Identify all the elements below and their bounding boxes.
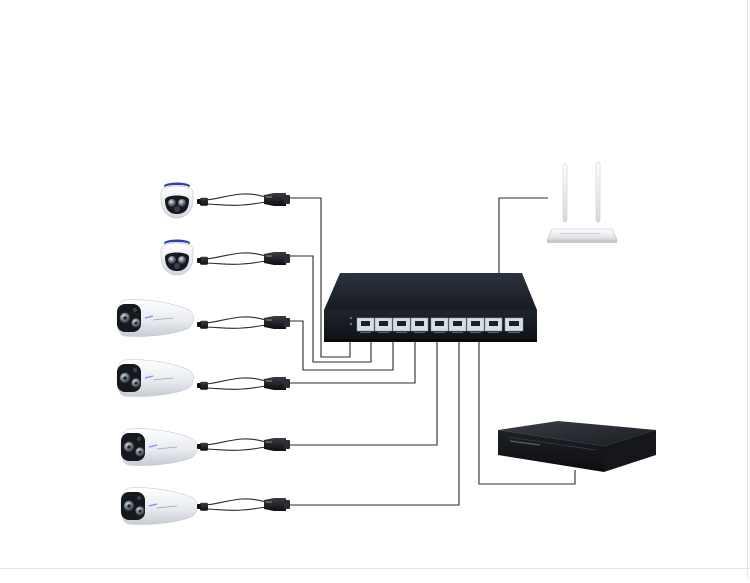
poe-splitter-3 [196,315,291,330]
wifi-router [546,161,618,243]
bullet-camera-6 [120,487,199,526]
wire-camera-1 [284,197,351,358]
frame-edge-right [747,0,748,579]
bullet-camera-3 [116,299,195,338]
wire-camera-3 [284,320,394,371]
wire-camera-6 [284,340,460,506]
wire-camera-5 [284,340,438,446]
wire-camera-2 [284,255,372,363]
dome-camera-2 [160,239,194,276]
poe-switch [324,273,537,342]
frame-edge-bottom [0,568,750,569]
poe-splitter-1 [196,192,291,207]
nvr-recorder [498,421,656,472]
nvr-side [604,430,656,472]
nvr-top [498,421,656,446]
router-body [546,228,618,241]
switch-status-leds [349,316,353,326]
poe-splitter-2 [196,251,291,266]
wire-router [498,197,548,273]
nvr-front [498,430,604,472]
dome-camera-1 [160,182,194,219]
bullet-camera-4 [116,359,195,398]
poe-splitter-5 [196,437,291,452]
bullet-camera-5 [120,428,199,467]
wire-camera-4 [284,340,416,384]
router-antenna-left [562,163,568,223]
router-antenna-right [595,161,601,223]
wire-group [284,197,576,506]
switch-top [324,273,537,310]
wire-nvr [478,340,576,485]
poe-splitter-4 [196,376,291,391]
poe-splitter-6 [196,497,291,512]
